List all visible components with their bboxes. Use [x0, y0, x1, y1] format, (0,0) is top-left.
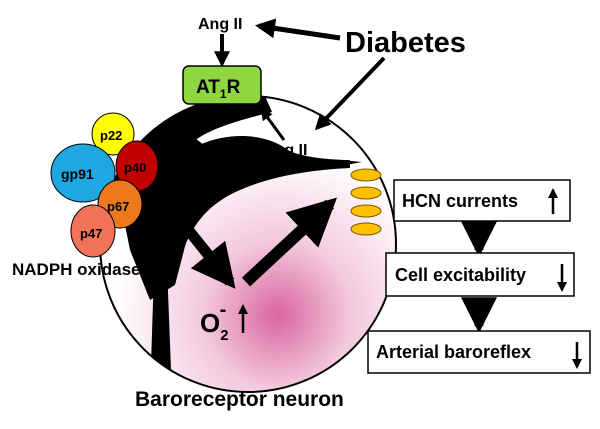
hcn-currents-box: HCN currents — [393, 179, 571, 222]
cell-excitability-box: Cell excitability — [385, 252, 575, 297]
superoxide-label: O2- — [200, 299, 229, 344]
at1r-receptor-box — [182, 65, 262, 105]
superoxide-to-hcn-arrow — [241, 197, 338, 287]
diabetes-to-angii-arrow — [255, 18, 341, 41]
svg-text:Arterial baroreflex: Arterial baroreflex — [376, 342, 531, 362]
p47-subunit — [70, 204, 116, 258]
ang-ii-membrane-label: Ang II — [263, 142, 307, 159]
neuron-caption: Baroreceptor neuron — [135, 388, 344, 411]
p47-label: p47 — [80, 226, 102, 241]
arterial-baroreflex-box: Arterial baroreflex — [367, 330, 591, 374]
p22-subunit — [91, 112, 135, 156]
diabetes-label: Diabetes — [345, 27, 466, 59]
nadph-oxidase-complex — [50, 112, 159, 258]
hcn-channels — [350, 168, 382, 236]
p22-label: p22 — [100, 128, 122, 143]
svg-text:Cell excitability: Cell excitability — [395, 265, 526, 285]
ang-ii-top-label: Ang II — [198, 16, 242, 33]
receptor-inward-arrow — [203, 106, 223, 124]
at1r-label: AT1R — [196, 77, 241, 101]
diabetes-to-membrane-arrow — [314, 56, 386, 131]
membrane-angii-to-receptor-arrow — [260, 108, 286, 141]
gp91-label: gp91 — [61, 166, 94, 182]
p40-label: p40 — [124, 160, 146, 175]
gp91-subunit — [50, 143, 116, 203]
nadph-to-superoxide-arrow — [181, 223, 236, 289]
p67-label: p67 — [107, 199, 129, 214]
nadph-oxidase-label: NADPH oxidase — [12, 260, 140, 279]
svg-text:HCN currents: HCN currents — [402, 191, 518, 211]
